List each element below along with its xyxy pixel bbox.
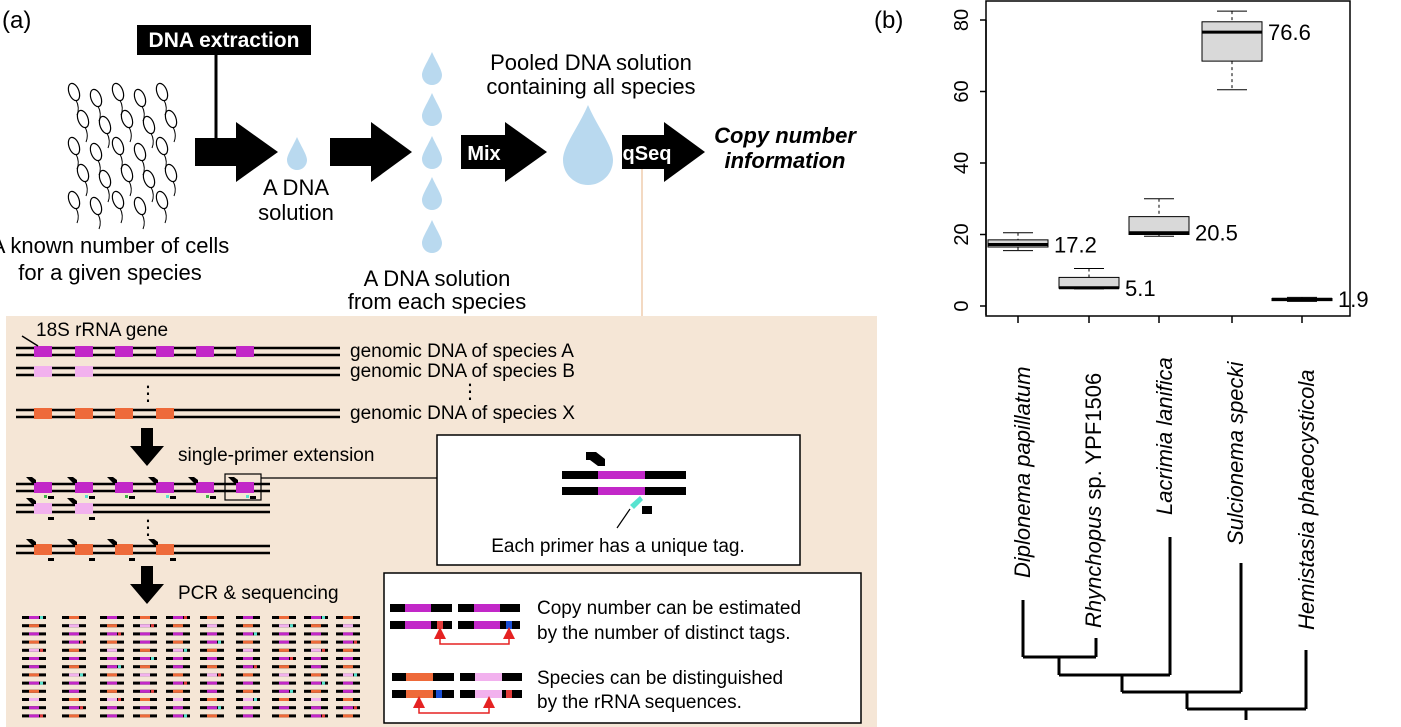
genome-a-label: genomic DNA of species A bbox=[350, 341, 574, 362]
species-note-line1: Species can be distinguished bbox=[537, 668, 783, 689]
tag-note: Each primer has a unique tag. bbox=[491, 536, 745, 557]
copy-note-line1: Copy number can be estimated bbox=[537, 598, 801, 619]
down-arrow-icon bbox=[130, 428, 164, 466]
copy-note-line2: by the number of distinct tags. bbox=[537, 623, 790, 644]
pooled-line2: containing all species bbox=[486, 74, 695, 99]
cells-caption-line1: A known number of cells bbox=[0, 233, 229, 258]
pooled-line1: Pooled DNA solution bbox=[490, 50, 692, 75]
y-tick-label: 40 bbox=[951, 152, 973, 174]
median-label: 1.9 bbox=[1338, 287, 1369, 312]
box-1: 5.1 bbox=[1058, 267, 1156, 301]
cells-caption-line2: for a given species bbox=[18, 260, 201, 285]
qseq-arrow-icon bbox=[622, 122, 705, 182]
genome-b-label: genomic DNA of species B bbox=[350, 361, 575, 382]
y-tick-label: 0 bbox=[951, 300, 973, 311]
dna-extraction-label: DNA extraction bbox=[149, 29, 300, 52]
y-axis: 0 20 40 60 80 bbox=[951, 9, 986, 312]
median-label: 76.6 bbox=[1268, 20, 1311, 45]
gene-pointer bbox=[21, 335, 39, 347]
median-label: 17.2 bbox=[1054, 233, 1097, 258]
step2-label: PCR & sequencing bbox=[178, 583, 339, 604]
primer-extended-dna: ⋮ bbox=[16, 477, 270, 561]
dna-drops-icon bbox=[422, 52, 442, 253]
dna-solution-line1: A DNA bbox=[263, 175, 329, 200]
pooled-drop-icon bbox=[563, 105, 613, 185]
down-arrow-icon bbox=[130, 566, 164, 604]
species-label: Diplonema papillatum bbox=[1010, 366, 1035, 578]
median-label: 20.5 bbox=[1195, 221, 1238, 246]
zoom-box bbox=[224, 473, 262, 501]
species-label: Hemistasia phaeocysticola bbox=[1294, 370, 1319, 630]
zoom-inset bbox=[436, 434, 801, 566]
species-note-line2: by the rRNA sequences. bbox=[537, 692, 742, 713]
panel-a-label: (a) bbox=[2, 7, 31, 34]
gene-label: 18S rRNA gene bbox=[36, 320, 168, 341]
each-species-line2: from each species bbox=[348, 289, 527, 314]
arrow-icon bbox=[330, 122, 412, 182]
box-iqr bbox=[1128, 216, 1190, 235]
genome-x-label: genomic DNA of species X bbox=[350, 403, 575, 424]
median-label: 5.1 bbox=[1125, 276, 1156, 301]
plot-frame bbox=[985, 0, 1351, 317]
copy-number-line2: information bbox=[725, 148, 846, 173]
box-2: 20.5 bbox=[1128, 198, 1238, 246]
dna-drop-icon bbox=[287, 137, 307, 170]
box-iqr bbox=[1201, 21, 1263, 62]
box-4: 1.9 bbox=[1271, 287, 1369, 312]
mix-arrow-icon bbox=[461, 122, 547, 182]
genomic-dna-group: ⋮ bbox=[16, 346, 340, 419]
species-label: Lacrimia lanifica bbox=[1152, 357, 1177, 515]
panel-b: (b) 0 20 40 60 80 17.2 5.1 20.5 76.6 1.9 Diplone… bbox=[874, 0, 1369, 720]
copy-number-diagram-icon bbox=[390, 604, 520, 645]
phylogeny-tree bbox=[1021, 537, 1308, 720]
species-labels: Diplonema papillatum Rhynchopus sp. YPF15… bbox=[1010, 316, 1319, 630]
svg-text:⋮: ⋮ bbox=[138, 383, 158, 405]
boxplot-series: 17.2 5.1 20.5 76.6 1.9 bbox=[987, 10, 1369, 312]
species-diagram-icon bbox=[392, 673, 522, 714]
species-label: Sulcionema specki bbox=[1223, 360, 1248, 545]
sequencing-reads bbox=[22, 616, 360, 718]
y-tick-label: 60 bbox=[951, 80, 973, 102]
panel-b-label: (b) bbox=[874, 7, 903, 34]
box-3: 76.6 bbox=[1201, 10, 1311, 91]
dna-solution-line2: solution bbox=[258, 200, 334, 225]
panel-a: (a) A known number of cells for a given … bbox=[0, 7, 877, 727]
cell-population-icon bbox=[67, 82, 178, 230]
species-label: Rhynchopus sp. YPF1506 bbox=[1081, 373, 1106, 628]
y-tick-label: 80 bbox=[951, 9, 973, 31]
tag-pointer bbox=[616, 508, 631, 529]
copy-number-line1: Copy number bbox=[714, 123, 857, 148]
box-0: 17.2 bbox=[987, 232, 1097, 258]
y-tick-label: 20 bbox=[951, 223, 973, 245]
dna-extraction-label-box bbox=[137, 25, 311, 55]
extraction-arrow-icon bbox=[195, 122, 278, 182]
mix-label: Mix bbox=[467, 143, 500, 165]
each-species-line1: A DNA solution bbox=[364, 266, 511, 291]
qseq-label: qSeq bbox=[623, 143, 672, 165]
genome-ellipsis: ⋮ bbox=[460, 381, 480, 403]
step1-label: single-primer extension bbox=[178, 445, 374, 466]
primer-detail-icon bbox=[562, 452, 686, 514]
svg-text:⋮: ⋮ bbox=[138, 517, 158, 539]
